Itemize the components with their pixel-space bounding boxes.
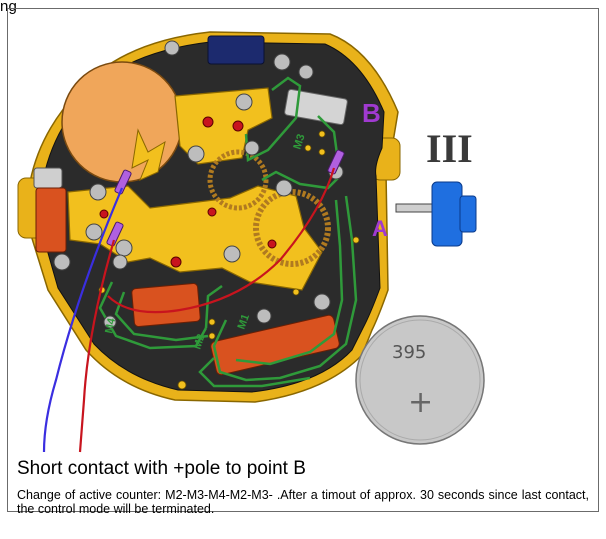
- coil-label-m2: M2: [191, 333, 207, 351]
- clipped-heading-text: ng: [0, 0, 18, 15]
- crown-cap: [459, 195, 477, 233]
- red-probe-wire: [78, 239, 116, 453]
- coil-label-m1: M1: [236, 313, 253, 331]
- coil-label-m4: M4: [103, 316, 118, 334]
- battery-plus-text: +: [408, 385, 433, 420]
- coil-center: [131, 283, 201, 327]
- coil-label-m3: M3: [291, 133, 307, 151]
- caption-body: Change of active counter: M2-M3-M4-M2-M3…: [17, 488, 589, 516]
- silver-component: [284, 88, 348, 126]
- rotor-arrow: [131, 128, 166, 181]
- red-probe-wire-b: [107, 167, 336, 314]
- crown-position-label: III: [426, 126, 473, 171]
- screws: [53, 40, 344, 329]
- jewels: [99, 116, 277, 268]
- battery-395: [355, 315, 485, 445]
- point-b-label: B: [362, 98, 381, 128]
- figure-frame: [7, 8, 599, 512]
- gear-top: [207, 149, 269, 211]
- probe-pins: [106, 149, 345, 247]
- caption-title: Short contact with +pole to point B: [17, 458, 306, 479]
- blue-probe-wire: [42, 187, 124, 453]
- gear-center: [253, 189, 331, 267]
- pcb-tracks: [98, 76, 358, 388]
- quartz-component: [207, 35, 265, 65]
- rotor-disc: [61, 61, 183, 183]
- battery-model-text: 395: [392, 342, 426, 363]
- point-a-label: A: [372, 216, 388, 241]
- crown: [431, 181, 463, 247]
- silver-block: [33, 167, 63, 189]
- stem: [395, 203, 437, 213]
- coil-left: [35, 187, 67, 253]
- battery-edge: [359, 319, 481, 441]
